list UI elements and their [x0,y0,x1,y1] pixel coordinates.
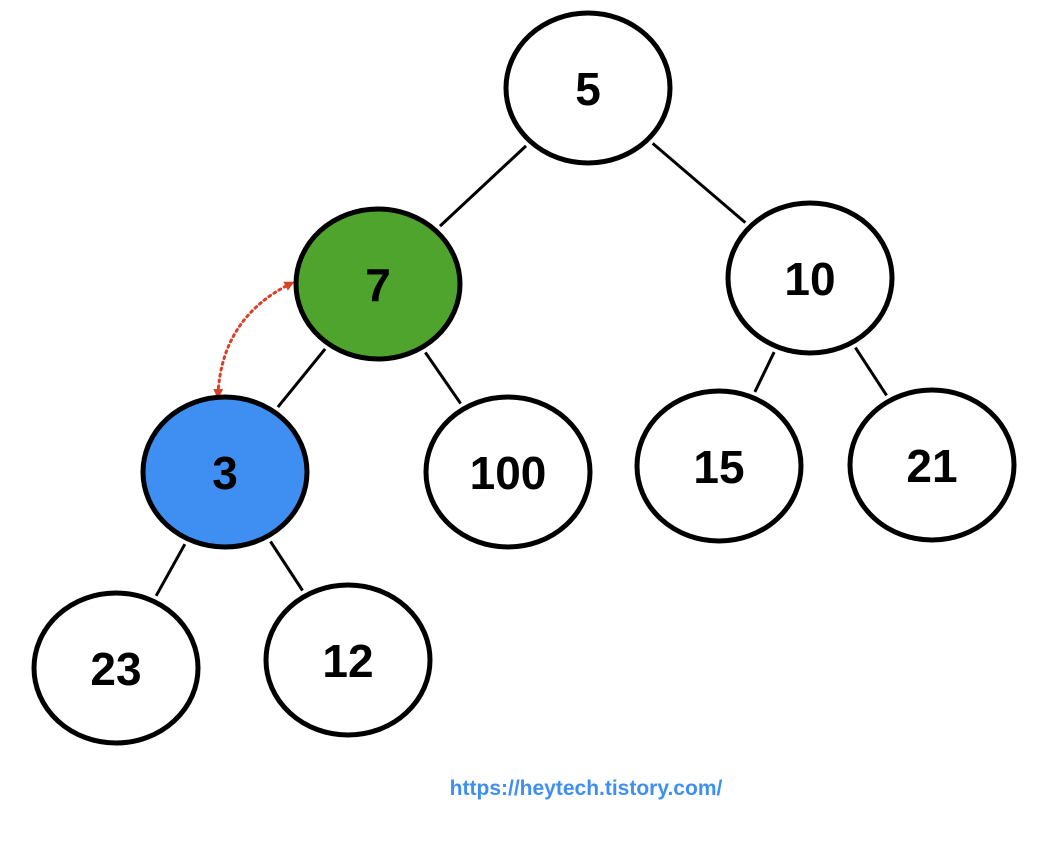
tree-node-3: 3 [140,394,310,550]
tree-node-12: 12 [263,582,433,738]
edge-n10-n15 [753,351,776,393]
node-circle-100 [423,394,593,550]
node-label-5: 5 [575,63,601,115]
node-label-10: 10 [784,253,835,305]
edge-n7-n100 [424,351,462,405]
node-circle-5 [503,10,673,166]
node-circle-3 [140,394,310,550]
node-circle-21 [847,387,1017,543]
node-circle-12 [263,582,433,738]
tree-node-100: 100 [423,394,593,550]
node-circle-10 [725,200,895,356]
tree-node-10: 10 [725,200,895,356]
node-label-7: 7 [365,259,391,311]
node-label-100: 100 [470,447,547,499]
node-label-3: 3 [212,447,238,499]
edge-n3-n23 [154,543,187,597]
node-label-21: 21 [906,440,957,492]
tree-node-21: 21 [847,387,1017,543]
edges-layer [154,142,888,597]
edge-n10-n21 [854,346,888,397]
swap-arrow-layer [213,281,295,399]
tree-node-7: 7 [293,206,463,362]
nodes-layer: 5 7 10 3 100 15 21 23 12 [31,10,1017,746]
tree-node-15: 15 [634,388,804,544]
edge-n5-n7 [438,144,528,228]
tree-node-5: 5 [503,10,673,166]
edge-n5-n10 [651,142,747,224]
node-circle-15 [634,388,804,544]
edge-n3-n12 [269,540,304,592]
node-circle-7 [293,206,463,362]
tree-node-23: 23 [31,590,201,746]
node-label-15: 15 [693,441,744,493]
edge-n7-n3 [276,348,327,408]
swap-arrow [213,281,295,399]
node-label-23: 23 [90,643,141,695]
node-circle-23 [31,590,201,746]
node-label-12: 12 [322,635,373,687]
source-url-watermark: https://heytech.tistory.com/ [449,777,723,800]
